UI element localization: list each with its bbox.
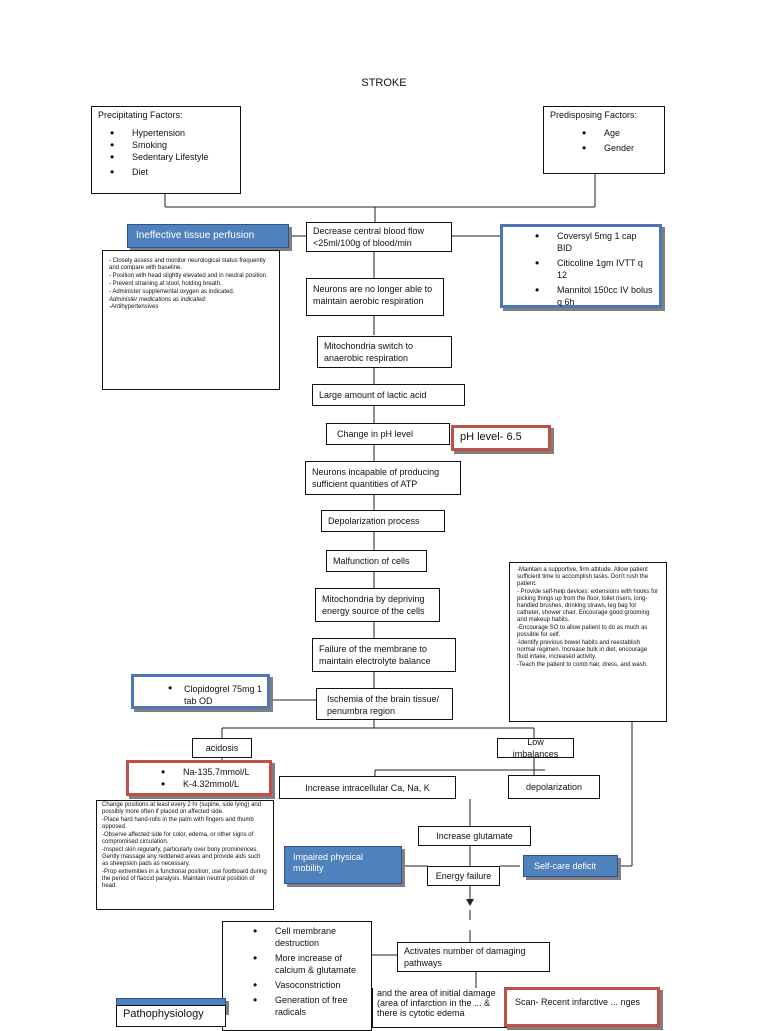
predisposing-factors-box: Predisposing Factors: Age Gender [543,106,665,174]
intervention-text: -Place hard hand-rolls in the palm with … [102,817,254,830]
list-item: Smoking [110,139,234,151]
flow-damaging-pathways: Activates number of damaging pathways [397,942,550,972]
list-item: Age [582,127,658,139]
perfusion-interventions: - Closely assess and monitor neurologica… [102,250,280,390]
medications-box: Coversyl 5mg 1 cap BID Citicoline 1gm IV… [500,224,662,308]
intervention-text: -Antihypertensives [109,304,159,310]
flow-acidosis: acidosis [192,738,252,758]
lab-item: Na-135.7mmol/L [161,766,269,778]
clopidogrel-box: • Clopidogrel 75mg 1 tab OD [131,674,270,709]
medication-item: Coversyl 5mg 1 cap BID [535,230,653,254]
diagnosis-impaired-physical-mobility: Impaired physical mobility [284,846,402,884]
list-item: More increase of calcium & glutamate [253,952,365,976]
self-care-interventions: -Maintain a supportive, firm attitude. A… [509,562,667,722]
flow-malfunction: Malfunction of cells [326,550,427,572]
flow-mitochondria-depriving: Mitochondria by depriving energy source … [315,588,440,622]
intervention-text: Change positions at least every 2 hr (su… [102,802,262,815]
intervention-text: -Inspect skin regularly, particularly ov… [102,847,261,867]
lab-item: K-4.32mmol/L [161,778,269,790]
flow-glutamate: Increase glutamate [418,826,531,846]
intervention-text: - Administer supplemental oxygen as indi… [109,289,235,295]
precipitating-factors-box: Precipitating Factors: Hypertension Smok… [91,106,241,194]
intervention-text: -Maintain a supportive, firm attitude. A… [517,567,649,587]
intervention-text: - Provide self-help devices: extensions … [517,589,659,623]
list-item: Sedentary Lifestyle [110,151,234,163]
flow-low-imbalances: Low imbalances [497,737,574,759]
intervention-text: Administer medications as indicated: [109,297,207,303]
flow-neurons-aerobic: Neurons are no longer able to maintain a… [306,278,444,316]
precipitating-heading: Precipitating Factors: [98,110,183,120]
lab-ct-scan: Scan- Recent infarctive ... nges [504,987,660,1027]
diagnosis-ineffective-tissue-perfusion: Ineffective tissue perfusion [127,224,289,248]
list-item: Cell membrane destruction [253,925,365,949]
intervention-text: - Prevent straining at stool, holding br… [109,281,222,287]
footer-label: Pathophysiology [116,1005,226,1027]
flow-infarct-fragment: and the area of initial damage (area of … [372,988,510,1028]
intervention-text: - Closely assess and monitor neurologica… [109,258,266,271]
intervention-text: -Prop extremities in a functional positi… [102,869,267,889]
lab-ph: pH level- 6.5 [451,425,551,451]
list-item: Hypertension [110,127,234,139]
medication-item: Citicoline 1gm IVTT q 12 [535,257,653,281]
medication-item: Clopidogrel 75mg 1 tab OD [184,684,263,706]
flow-depolarization-process: Depolarization process [321,510,445,532]
flow-decrease-blood-flow: Decrease central blood flow <25ml/100g o… [306,222,452,252]
intervention-text: -Teach the patient to comb hair, dress, … [517,662,648,668]
predisposing-heading: Predisposing Factors: [550,110,638,120]
flow-depolarization: depolarization [508,775,600,799]
flow-anaerobic: Mitochondria switch to anaerobic respira… [317,336,452,368]
flow-ph-change: Change in pH level [326,423,450,445]
flow-intracellular: Increase intracellular Ca, Na, K [279,776,456,799]
bullet-icon: • [168,681,173,695]
list-item: Vasoconstriction [253,979,365,991]
flow-ischemia: Ischemia of the brain tissue/ penumbra r… [316,688,453,720]
medication-item: Mannitol 150cc IV bolus q 6h [535,284,653,308]
lab-electrolytes: Na-135.7mmol/L K-4.32mmol/L [126,760,272,796]
flow-atp: Neurons incapable of producing sufficien… [305,461,461,495]
flow-energy-failure: Energy failure [427,866,500,886]
diagnosis-self-care-deficit: Self-care deficit [523,855,618,877]
list-item: Diet [110,166,234,178]
intervention-text: -Observe affected side for color, edema,… [102,832,254,845]
intervention-text: - Position with head slightly elevated a… [109,273,268,279]
cell-damage-box: Cell membrane destruction More increase … [222,921,372,1031]
page-title: STROKE [361,77,407,89]
intervention-text: -Encourage SO to allow patient to do as … [517,625,648,638]
mobility-interventions: Change positions at least every 2 hr (su… [96,800,274,910]
flow-lactic-acid: Large amount of lactic acid [312,384,465,406]
intervention-text: -Identify previous bowel habits and rees… [517,640,648,660]
flow-membrane-failure: Failure of the membrane to maintain elec… [312,638,456,672]
list-item: Gender [582,142,658,154]
list-item: Generation of free radicals [253,994,365,1018]
